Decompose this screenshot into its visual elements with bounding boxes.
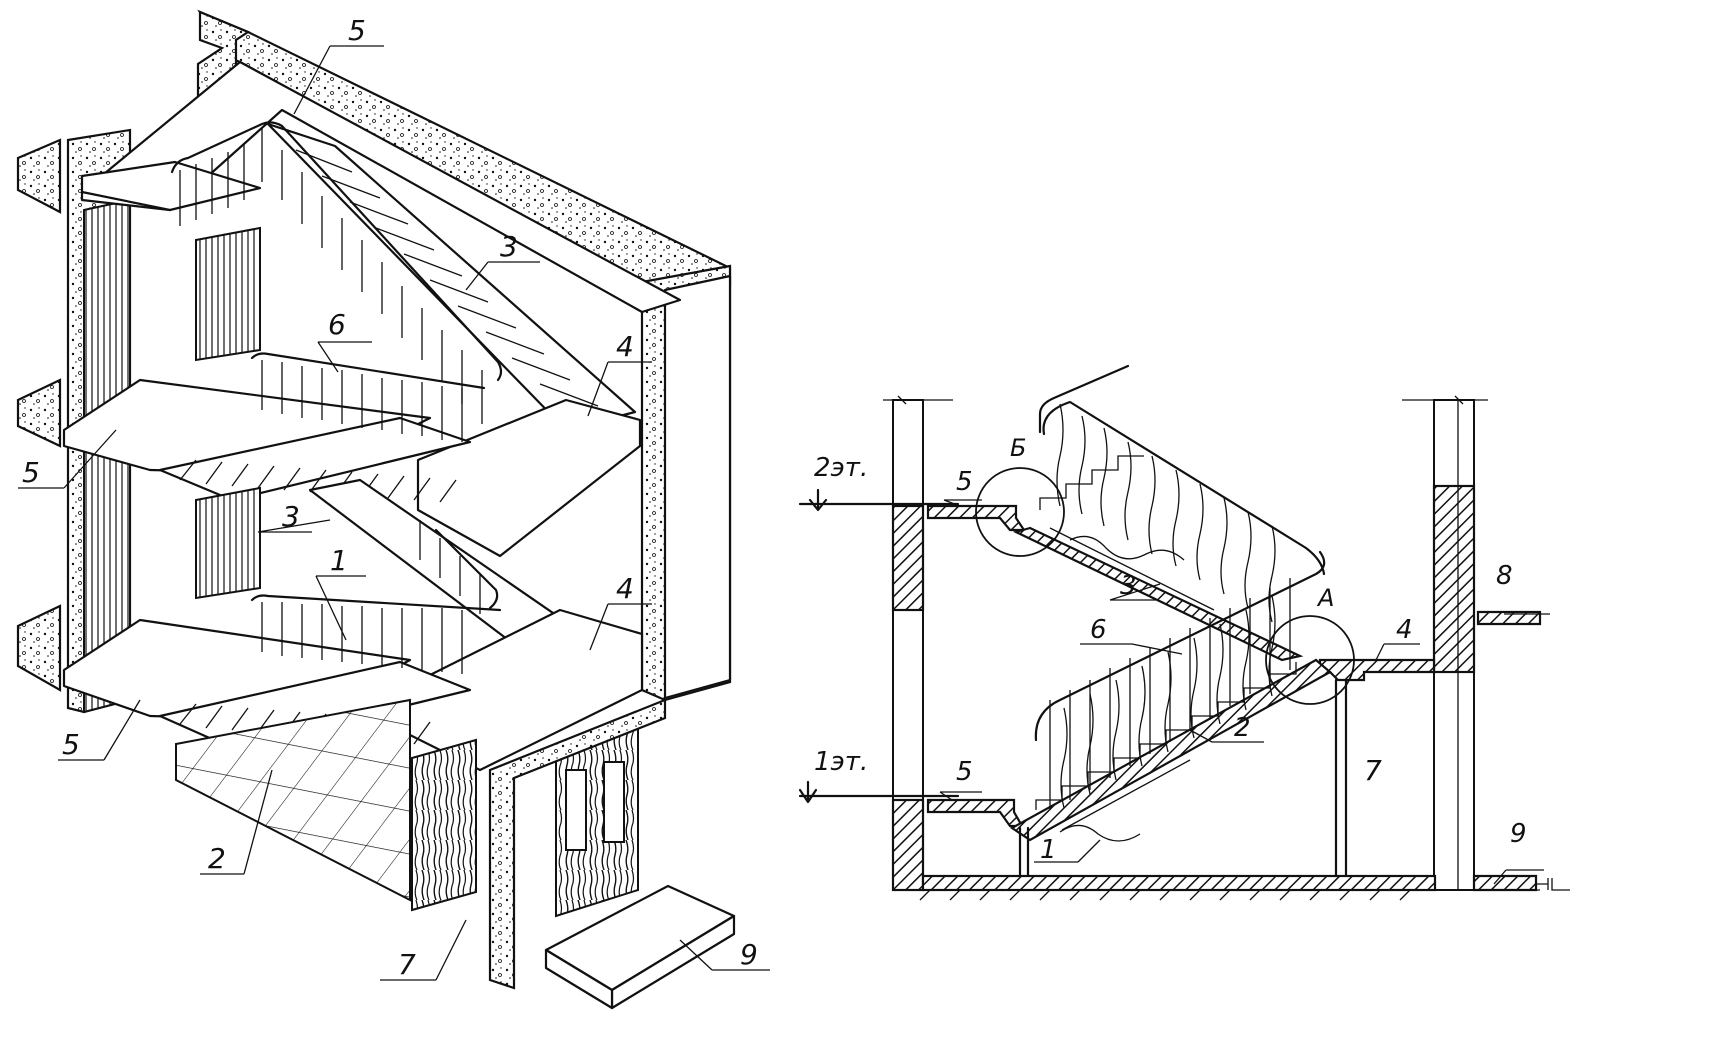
section-slab-1 bbox=[926, 798, 1024, 828]
callout-iso-6: 6 bbox=[328, 308, 346, 341]
section-callouts: 5 3 6 4 8 2 7 5 1 9 bbox=[956, 467, 1527, 865]
detail-circle-a bbox=[1265, 615, 1355, 705]
balusters bbox=[179, 128, 483, 674]
flight-top-steps bbox=[295, 149, 599, 407]
section-outside-ground-9 bbox=[1472, 874, 1538, 892]
detail-circle-b bbox=[975, 467, 1065, 557]
support-pillar-top bbox=[195, 226, 261, 362]
detail-label-a: А bbox=[1316, 584, 1334, 612]
handrail-mid bbox=[250, 352, 486, 390]
tiled-floor bbox=[175, 698, 411, 902]
section-left-wall-hatch-lower bbox=[891, 798, 925, 892]
isometric-view: 5 3 6 4 5 3 1 4 5 2 7 9 bbox=[16, 9, 770, 1010]
section-ground bbox=[921, 874, 1437, 892]
section-balusters bbox=[1049, 403, 1291, 810]
section-right-wall-hatch bbox=[1432, 484, 1476, 674]
callout-sec-1: 1 bbox=[1040, 835, 1057, 865]
section-inner-post bbox=[1018, 826, 1030, 878]
callout-iso-3-top: 3 bbox=[500, 230, 518, 263]
callout-iso-4-upper: 4 bbox=[616, 330, 634, 363]
floor-2-label: 2эт. bbox=[814, 453, 868, 483]
detail-label-b: Б bbox=[1010, 434, 1026, 462]
callout-sec-2: 2 bbox=[1234, 713, 1251, 743]
support-pillar-mid bbox=[195, 486, 261, 600]
section-left-wall-hatch-upper bbox=[891, 504, 925, 612]
callout-sec-5-low: 5 bbox=[956, 757, 973, 787]
callout-sec-4: 4 bbox=[1396, 615, 1413, 645]
section-flight-2-steps bbox=[1035, 662, 1297, 810]
callout-iso-4-lower: 4 bbox=[616, 572, 634, 605]
callout-sec-8: 8 bbox=[1496, 561, 1513, 591]
section-view: 2эт. 1эт. bbox=[798, 364, 1570, 901]
callout-sec-9: 9 bbox=[1510, 819, 1527, 849]
entrance-step-side bbox=[544, 948, 614, 1010]
section-flight-3-steps bbox=[1039, 455, 1144, 510]
section-outside-step-8 bbox=[1476, 610, 1542, 626]
landing-4-upper bbox=[416, 398, 642, 558]
slab-end-mid bbox=[16, 378, 62, 448]
handrail-lower bbox=[250, 594, 502, 612]
callout-iso-5-top: 5 bbox=[348, 14, 366, 47]
section-handrail-lower bbox=[1034, 550, 1326, 742]
section-handrail-top bbox=[1038, 364, 1130, 434]
callout-sec-6: 6 bbox=[1090, 615, 1107, 645]
callout-iso-3-mid: 3 bbox=[282, 500, 300, 533]
callout-iso-5-mid: 5 bbox=[22, 456, 40, 489]
callout-sec-5-top: 5 bbox=[956, 467, 973, 497]
section-flight-3 bbox=[1012, 526, 1304, 662]
callout-iso-7: 7 bbox=[398, 948, 416, 981]
slab-end-low bbox=[16, 604, 62, 692]
iso-callouts: 5 3 6 4 5 3 1 4 5 2 7 9 bbox=[22, 14, 758, 981]
iso-leaders bbox=[18, 45, 770, 981]
callout-sec-7: 7 bbox=[1364, 754, 1382, 787]
door-window-right bbox=[603, 761, 625, 843]
section-landing-4 bbox=[1318, 658, 1436, 682]
slab-end-top bbox=[16, 138, 62, 214]
door-window-left bbox=[565, 769, 587, 851]
callout-iso-2: 2 bbox=[208, 842, 226, 875]
floor-1-label: 1эт. bbox=[814, 747, 868, 777]
entrance-wall bbox=[488, 698, 667, 990]
back-wall bbox=[197, 9, 732, 302]
handrail-top bbox=[170, 121, 503, 382]
floor-1-arrow bbox=[798, 780, 818, 804]
section-leaders bbox=[939, 499, 1550, 885]
callout-iso-9: 9 bbox=[740, 938, 758, 971]
slab-top bbox=[80, 60, 682, 314]
section-landing-post bbox=[1334, 678, 1348, 878]
callout-iso-5-low: 5 bbox=[62, 728, 80, 761]
right-wall-face bbox=[663, 274, 732, 700]
section-handrail-upper bbox=[1042, 400, 1326, 576]
callout-iso-1: 1 bbox=[330, 544, 348, 577]
handrail-lower-up bbox=[434, 528, 499, 610]
landing-top bbox=[80, 160, 262, 212]
floor-2-arrow bbox=[808, 488, 828, 512]
inner-door bbox=[411, 738, 477, 912]
callout-sec-3: 3 bbox=[1120, 571, 1137, 601]
